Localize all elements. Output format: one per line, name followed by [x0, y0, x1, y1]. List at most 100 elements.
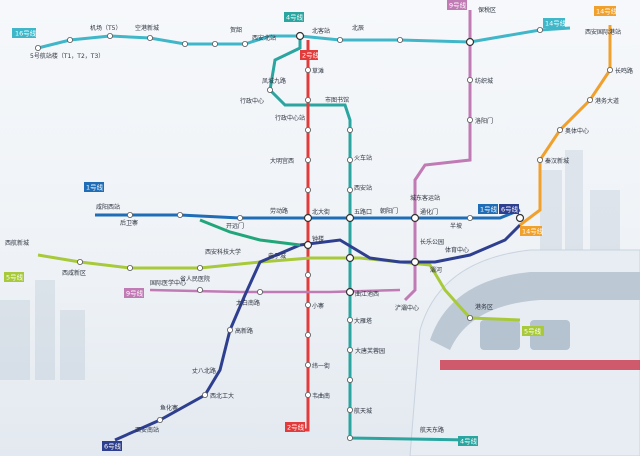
label-station: 体育中心	[445, 246, 469, 254]
label-station: 丈八北路	[192, 367, 216, 375]
badge-line2-south-text: 2号线	[287, 423, 305, 432]
badge-line2-top	[300, 50, 318, 60]
badge-line6-south	[102, 441, 122, 451]
station-labels: 5号航站楼（T1，T2，T3） 机场（T5） 空港新城 北客站 草滩 行政中心 …	[5, 6, 633, 434]
badge-line1-west-text: 1号线	[86, 183, 104, 192]
label-station: 北客站	[312, 27, 330, 35]
badge-line5-east-text: 5号线	[524, 327, 542, 336]
label-station: 港务区	[475, 303, 493, 311]
label-station: 火车站	[354, 154, 372, 162]
label-station: 贺韶	[230, 26, 242, 34]
label-station: 后卫寨	[120, 219, 138, 227]
badge-line6-east	[499, 204, 519, 214]
label-station: 太白南路	[236, 299, 260, 307]
label-station: 大明宫西	[270, 157, 294, 165]
badge-line14-orange	[594, 6, 616, 16]
label-station: 5号航站楼（T1，T2，T3）	[30, 52, 104, 60]
label-station: 草滩	[312, 67, 324, 75]
badge-line9-west-text: 9号线	[126, 289, 144, 298]
badge-line2-south	[285, 422, 305, 432]
label-station: 省人民医院	[180, 275, 210, 283]
badge-line16-text: 16号线	[15, 29, 37, 38]
label-station: 电子城	[268, 252, 286, 260]
label-station: 奥体中心	[565, 127, 589, 135]
line-3-track	[199, 218, 301, 247]
label-station: 灞河	[430, 266, 442, 274]
badge-line4-south	[458, 436, 478, 446]
label-station: 机场（T5）	[90, 24, 121, 32]
line-14-top-track	[299, 26, 571, 44]
label-station: 洛阳门	[475, 117, 493, 125]
label-station: 咸阳西站	[96, 203, 120, 211]
label-station: 开远门	[226, 222, 244, 230]
label-station: 空港新城	[135, 24, 159, 32]
label-station: 城东客运站	[410, 194, 440, 202]
line-badges: 16号线 4号线 2号线 9号线 14号线 14号线 1号线 1号线 6号线 5…	[4, 0, 618, 451]
label-station: 航天城	[354, 407, 372, 415]
badge-line14-south	[520, 226, 542, 236]
label-station: 长鸣路	[615, 67, 633, 75]
label-station: 港务大道	[595, 97, 619, 105]
badge-line9-top	[447, 0, 467, 10]
label-station: 西咸新区	[62, 269, 86, 277]
label-station: 韦曲南	[312, 392, 330, 400]
label-station: 保税区	[478, 6, 496, 14]
line-4-track	[268, 36, 471, 442]
label-station: 钟楼	[312, 235, 324, 243]
label-station: 西安北站	[252, 34, 276, 42]
badge-line1-east-text: 1号线	[480, 205, 498, 214]
badge-line1-east	[478, 204, 498, 214]
label-station: 鱼化寨	[160, 404, 178, 412]
badge-line5-east	[522, 326, 544, 336]
line-9-west-track	[149, 288, 401, 294]
label-station: 长乐公园	[420, 238, 444, 246]
badge-line4-top	[284, 12, 304, 22]
badge-line16	[12, 28, 36, 38]
badge-line5-west	[4, 272, 24, 282]
label-station: 市图书馆	[325, 96, 349, 104]
line-5-track	[37, 253, 521, 322]
badge-line6-south-text: 6号线	[104, 442, 122, 451]
label-station: 小寨	[312, 302, 324, 310]
line-1-track	[95, 208, 521, 220]
label-station: 高新路	[235, 327, 253, 335]
label-station: 通化门	[420, 208, 438, 216]
badge-line9-top-text: 9号线	[449, 1, 467, 10]
badge-line5-west-text: 5号线	[6, 273, 24, 282]
label-station: 大雁塔	[354, 317, 372, 325]
label-station: 西航新城	[5, 239, 29, 247]
label-station: 半坡	[450, 222, 462, 230]
label-station: 北大街	[312, 208, 330, 216]
badge-line9-west	[124, 288, 144, 298]
label-station: 纺织城	[475, 77, 493, 85]
badge-line14-south-text: 14号线	[522, 227, 544, 236]
stations	[35, 26, 614, 441]
badge-line4-south-text: 4号线	[460, 437, 478, 446]
badge-line4-top-text: 4号线	[286, 13, 304, 22]
label-station: 航天东路	[420, 426, 444, 434]
label-station: 朝阳门	[380, 207, 398, 215]
label-station: 国际医学中心	[150, 279, 186, 287]
label-station: 浐灞中心	[395, 304, 419, 312]
label-station: 行政中心	[240, 97, 264, 105]
label-station: 西安国际港站	[585, 28, 621, 36]
line-9-track	[403, 10, 472, 302]
badge-line14-top-text: 14号线	[545, 19, 567, 28]
label-station: 凤城九路	[262, 77, 286, 85]
badge-line1-west	[84, 182, 104, 192]
label-station: 纬一街	[312, 362, 330, 370]
label-station: 西安科技大学	[205, 248, 241, 256]
label-station: 劳动路	[270, 207, 288, 215]
label-station: 西北工大	[210, 392, 234, 400]
label-station: 五路口	[354, 208, 372, 216]
label-station: 西安站	[354, 184, 372, 192]
train-illustration	[409, 249, 640, 456]
label-station: 行政中心站	[275, 114, 305, 122]
label-station: 秦汉新城	[545, 157, 569, 165]
label-station: 西安南站	[135, 426, 159, 434]
badge-line14-orange-text: 14号线	[596, 7, 618, 16]
badge-line6-east-text: 6号线	[501, 205, 519, 214]
badge-line2-top-text: 2号线	[302, 51, 320, 60]
label-station: 曲江池西	[355, 290, 379, 298]
